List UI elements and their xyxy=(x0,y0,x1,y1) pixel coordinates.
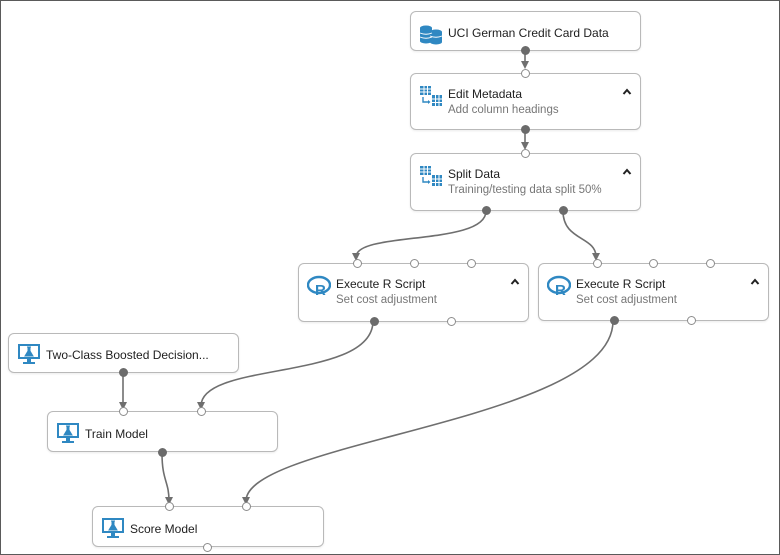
output-port[interactable] xyxy=(119,368,128,377)
input-port-3[interactable] xyxy=(467,259,476,268)
module-title: Execute R Script xyxy=(336,277,426,291)
module-edit-metadata[interactable]: Edit Metadata Add column headings xyxy=(410,69,641,134)
database-icon xyxy=(419,25,443,45)
input-port[interactable] xyxy=(521,69,530,78)
output-port-1[interactable] xyxy=(370,317,379,326)
table-transform-icon xyxy=(420,86,442,106)
wire-train-model-to-score-model[interactable] xyxy=(161,452,173,505)
wire-split-left-to-r-script-left[interactable] xyxy=(352,210,487,261)
output-port-1[interactable] xyxy=(610,316,619,325)
wire-split-right-to-r-script-right[interactable] xyxy=(562,210,600,261)
module-score-model[interactable]: Score Model xyxy=(92,502,324,552)
module-subtitle: Add column headings xyxy=(448,104,559,116)
flask-monitor-icon xyxy=(57,423,79,443)
output-port[interactable] xyxy=(521,125,530,134)
svg-text:R: R xyxy=(555,282,566,297)
svg-text:R: R xyxy=(315,282,326,297)
module-title: Execute R Script xyxy=(576,277,666,291)
chevron-up-icon[interactable] xyxy=(622,87,632,97)
wire-r-script-right-to-score-model[interactable] xyxy=(242,320,614,505)
chevron-up-icon[interactable] xyxy=(510,277,520,287)
module-split-data[interactable]: Split Data Training/testing data split 5… xyxy=(410,149,641,215)
r-language-icon: R xyxy=(307,275,331,297)
module-title: Two-Class Boosted Decision... xyxy=(46,348,209,362)
chevron-up-icon[interactable] xyxy=(622,167,632,177)
module-subtitle: Set cost adjustment xyxy=(336,294,437,306)
input-port-2[interactable] xyxy=(649,259,658,268)
module-two-class-boosted-decision-tree[interactable]: Two-Class Boosted Decision... xyxy=(8,333,239,377)
input-port-1[interactable] xyxy=(119,407,128,416)
module-execute-r-script-right[interactable]: R Execute R Script Set cost adjustment xyxy=(538,259,769,325)
chevron-up-icon[interactable] xyxy=(750,277,760,287)
module-train-model[interactable]: Train Model xyxy=(47,407,278,457)
output-port[interactable] xyxy=(203,543,212,552)
input-port-2[interactable] xyxy=(197,407,206,416)
module-subtitle: Training/testing data split 50% xyxy=(448,184,602,196)
module-title: Edit Metadata xyxy=(448,87,523,101)
input-port-1[interactable] xyxy=(593,259,602,268)
module-title: Score Model xyxy=(130,522,198,536)
flask-monitor-icon xyxy=(102,518,124,538)
input-port-1[interactable] xyxy=(165,502,174,511)
input-port[interactable] xyxy=(521,149,530,158)
input-port-2[interactable] xyxy=(242,502,251,511)
output-port-2[interactable] xyxy=(559,206,568,215)
module-title: Split Data xyxy=(448,167,501,181)
output-port-2[interactable] xyxy=(687,316,696,325)
module-uci-german-credit-card-data[interactable]: UCI German Credit Card Data xyxy=(410,11,641,55)
module-title: Train Model xyxy=(85,427,148,441)
table-transform-icon xyxy=(420,166,442,186)
module-subtitle: Set cost adjustment xyxy=(576,294,677,306)
input-port-2[interactable] xyxy=(410,259,419,268)
r-language-icon: R xyxy=(547,275,571,297)
input-port-3[interactable] xyxy=(706,259,715,268)
output-port-2[interactable] xyxy=(447,317,456,326)
input-port-1[interactable] xyxy=(353,259,362,268)
output-port-1[interactable] xyxy=(482,206,491,215)
wire-r-script-left-to-train-model[interactable] xyxy=(197,320,374,410)
module-execute-r-script-left[interactable]: R Execute R Script Set cost adjustment xyxy=(298,259,529,326)
output-port[interactable] xyxy=(158,448,167,457)
module-title: UCI German Credit Card Data xyxy=(448,26,609,40)
flask-monitor-icon xyxy=(18,344,40,364)
output-port[interactable] xyxy=(521,46,530,55)
